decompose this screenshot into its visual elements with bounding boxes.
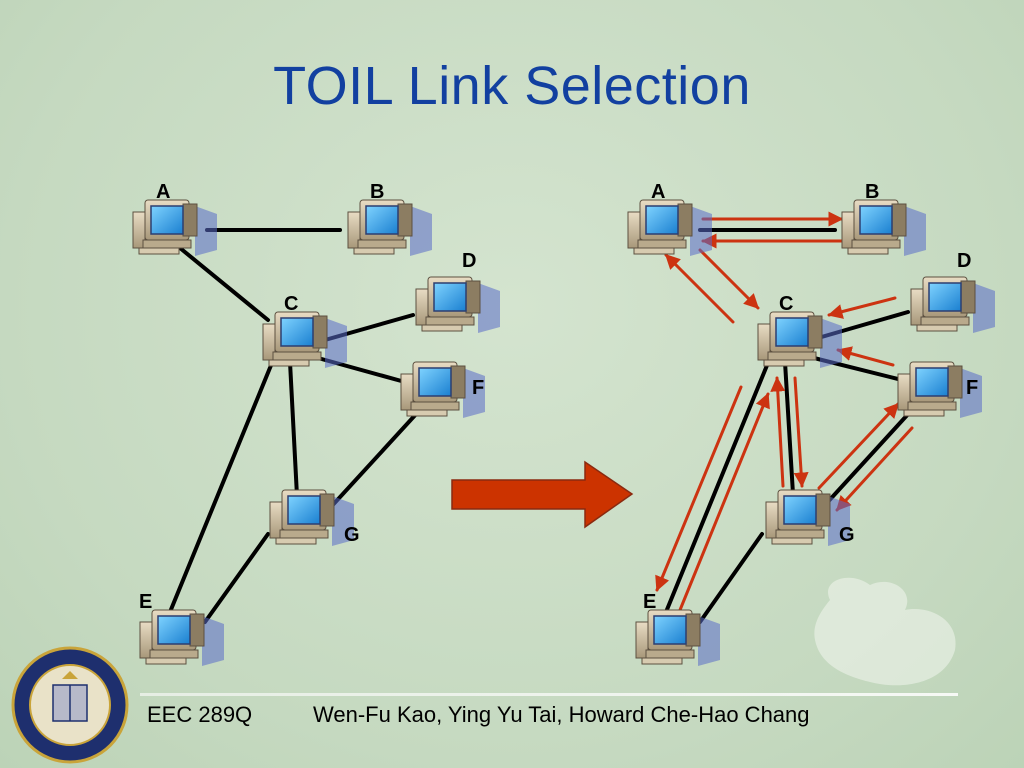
left-network: A B C D E F G (132, 181, 501, 667)
right-network: A B C D E F G (627, 181, 996, 667)
link-c-g (783, 360, 795, 496)
selection-arrow (817, 402, 900, 490)
selection-arrows (655, 211, 914, 612)
node-label: G (839, 524, 855, 546)
node-label: B (370, 181, 384, 203)
right-arrow-icon (451, 460, 634, 529)
decorative-motif (814, 577, 956, 686)
link-e-g (698, 532, 764, 624)
right-links (664, 228, 912, 624)
selection-arrow (836, 346, 895, 367)
node-label: B (865, 181, 879, 203)
link-c-e (664, 356, 772, 614)
selection-arrow (664, 253, 735, 324)
selection-arrow (793, 376, 809, 488)
node-label: D (462, 250, 476, 272)
selection-arrow (698, 248, 760, 310)
link-e-g (203, 532, 270, 624)
right-node-labels: A B C D E F G (643, 181, 978, 613)
selection-arrow (678, 392, 770, 612)
node-label: A (156, 181, 170, 203)
link-f-g (823, 410, 912, 507)
left-node-labels: A B C D E F G (139, 181, 484, 613)
node-label: E (139, 591, 152, 613)
link-c-e (168, 356, 276, 614)
link-c-g (288, 360, 299, 498)
computer-icon (347, 199, 433, 257)
node-label: E (643, 591, 656, 613)
left-links (168, 228, 420, 624)
university-seal (11, 646, 129, 764)
computer-icon (757, 311, 843, 369)
computer-icon (139, 609, 225, 667)
footer-course: EEC 289Q (147, 702, 253, 727)
node-label: A (651, 181, 665, 203)
right-nodes (627, 199, 996, 667)
node-label: F (472, 377, 484, 399)
node-label: C (779, 293, 793, 315)
computer-icon (910, 276, 996, 334)
selection-arrow (770, 376, 786, 488)
selection-arrow (655, 385, 743, 592)
computer-icon (635, 609, 721, 667)
computer-icon (841, 199, 927, 257)
slide-title: TOIL Link Selection (273, 56, 751, 116)
node-label: G (344, 524, 360, 546)
link-a-c (178, 246, 270, 322)
computer-icon (765, 489, 851, 547)
computer-icon (627, 199, 713, 257)
computer-icon (415, 276, 501, 334)
computer-icon (262, 311, 348, 369)
selection-arrow (827, 296, 897, 319)
footer-divider (140, 693, 958, 696)
left-nodes (132, 199, 501, 667)
node-label: F (966, 377, 978, 399)
selection-arrow (835, 426, 914, 512)
footer-authors: Wen-Fu Kao, Ying Yu Tai, Howard Che-Hao … (313, 702, 810, 727)
computer-icon (132, 199, 218, 257)
node-label: C (284, 293, 298, 315)
link-f-g (328, 410, 420, 510)
node-label: D (957, 250, 971, 272)
